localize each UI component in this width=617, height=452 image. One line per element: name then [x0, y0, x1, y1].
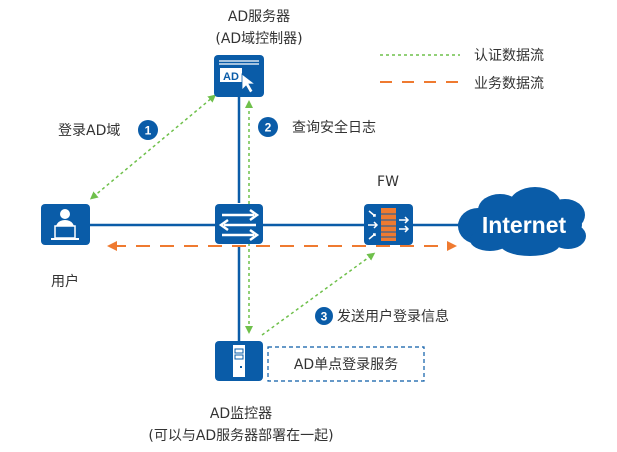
- auth-flow-user-adserver: [89, 94, 217, 200]
- legend-auth-label: 认证数据流: [474, 48, 544, 64]
- svg-text:2: 2: [265, 121, 272, 135]
- step-1-badge: [138, 120, 158, 140]
- cloud-icon: [458, 187, 586, 256]
- ad-server-title: AD服务器: [228, 9, 290, 25]
- ad-monitor-subtitle: (可以与AD服务器部署在一起): [148, 428, 333, 444]
- legend: 认证数据流 业务数据流: [380, 48, 544, 92]
- internet-node[interactable]: Internet: [458, 187, 586, 256]
- svg-text:1: 1: [145, 124, 152, 138]
- svg-text:AD: AD: [223, 71, 239, 83]
- user-node[interactable]: 用户: [41, 204, 90, 290]
- firewall-label: FW: [377, 174, 399, 190]
- switch-icon: [215, 204, 263, 244]
- auth-flow-monitor-fw: [261, 252, 376, 336]
- sso-service-label: AD单点登录服务: [294, 357, 398, 373]
- ad-server-node[interactable]: AD服务器 (AD域控制器) AD: [214, 9, 303, 97]
- step-3: 3 发送用户登录信息: [315, 307, 449, 325]
- step-1-label: 登录AD域: [58, 123, 120, 139]
- user-icon: [41, 204, 90, 245]
- network-links: [90, 96, 462, 342]
- step-2: 2 查询安全日志: [258, 117, 376, 137]
- switch-node[interactable]: [215, 204, 263, 244]
- sso-service-box[interactable]: AD单点登录服务: [267, 346, 425, 382]
- firewall-icon: [364, 204, 413, 245]
- step-3-label: 发送用户登录信息: [337, 308, 449, 325]
- step-2-badge: [258, 117, 278, 137]
- svg-text:3: 3: [321, 310, 328, 324]
- step-2-label: 查询安全日志: [292, 119, 376, 136]
- firewall-node[interactable]: FW: [364, 174, 413, 245]
- step-1: 登录AD域 1: [58, 120, 158, 140]
- legend-business-label: 业务数据流: [474, 76, 544, 92]
- ad-monitor-title: AD监控器: [210, 406, 272, 422]
- ad-server-subtitle: (AD域控制器): [215, 31, 302, 47]
- ad-monitor-icon: [215, 341, 263, 381]
- step-3-badge: [315, 307, 333, 325]
- internet-label: Internet: [482, 212, 567, 238]
- ad-server-icon: AD: [214, 55, 264, 97]
- ad-monitor-node[interactable]: AD监控器 (可以与AD服务器部署在一起): [148, 341, 334, 444]
- user-label: 用户: [51, 273, 79, 290]
